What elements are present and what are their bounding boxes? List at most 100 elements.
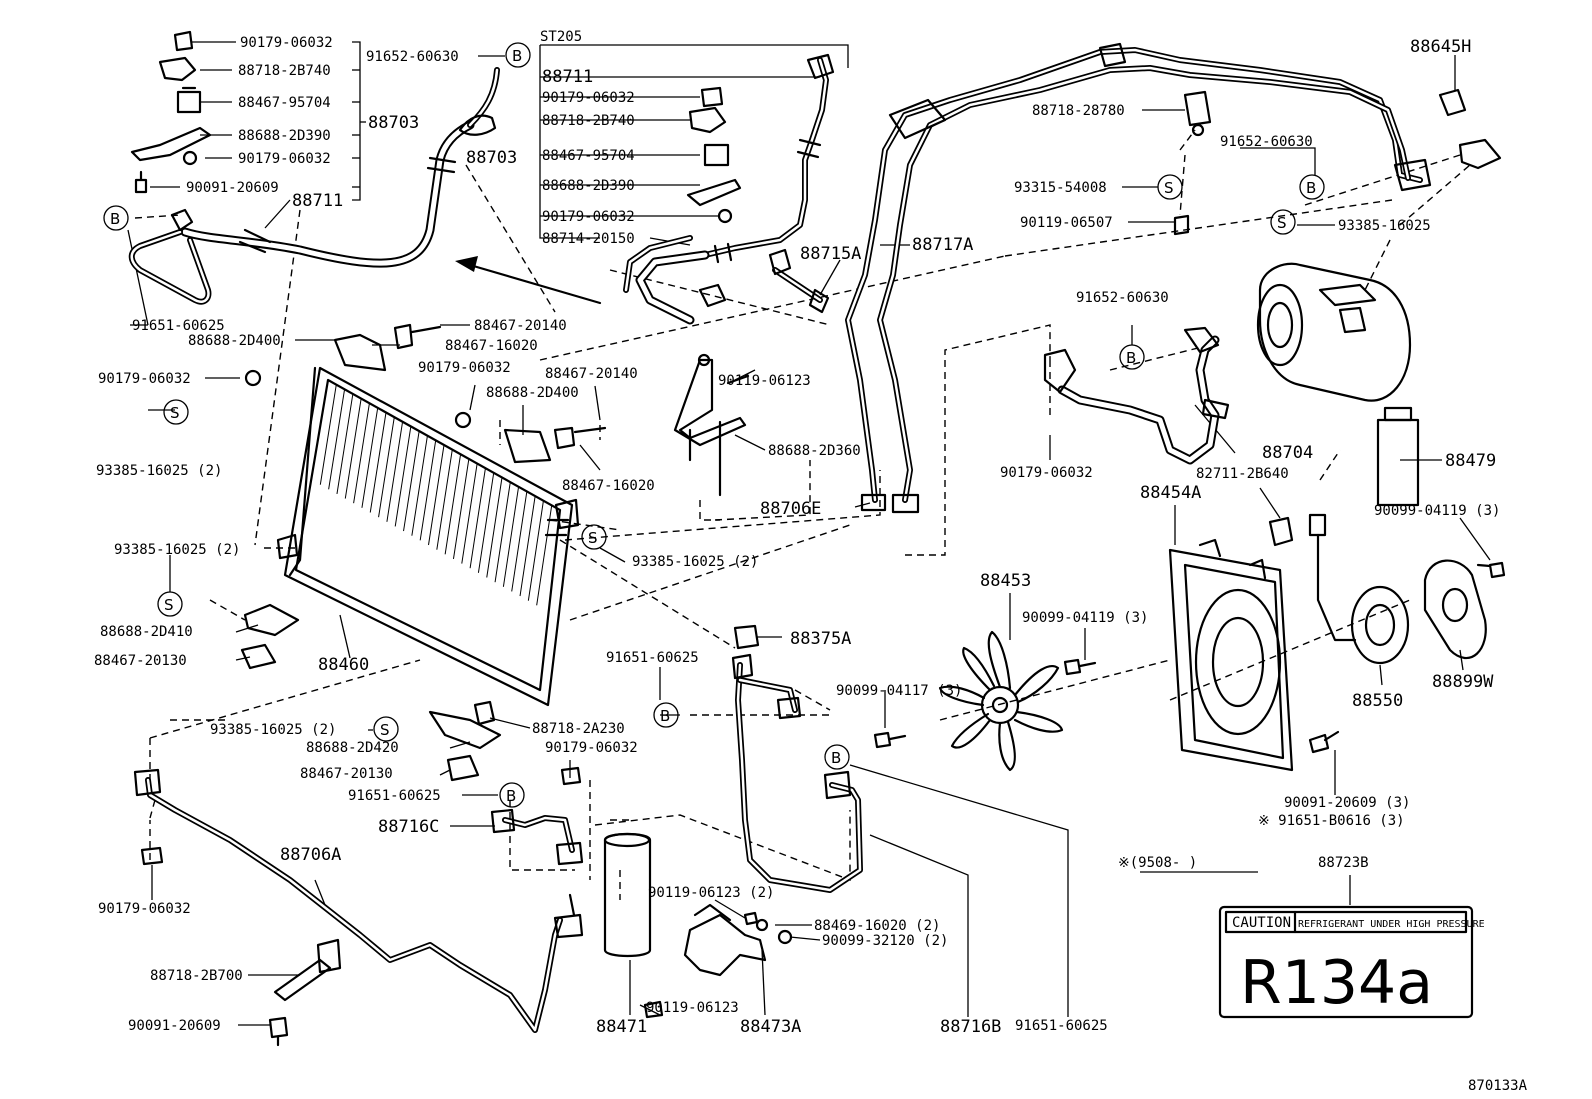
marker-s: S <box>1277 214 1287 232</box>
part-label: 88718-2A230 <box>532 721 625 737</box>
marker-b: B <box>660 707 670 725</box>
part-label: 88688-2D390 <box>542 178 635 194</box>
part-label: 88718-2B700 <box>150 968 243 984</box>
part-label: 88718-2B740 <box>542 113 635 129</box>
part-label: 88454A <box>1140 483 1201 503</box>
part-label: 88467-20140 <box>474 318 567 334</box>
marker-b: B <box>831 749 841 767</box>
part-label: 88718-2B740 <box>238 63 331 79</box>
part-label: 88473A <box>740 1017 801 1037</box>
part-label: 88467-16020 <box>562 478 655 494</box>
part-label: 88469-16020 (2) <box>814 918 940 934</box>
part-label: 88453 <box>980 571 1031 591</box>
condenser-88460 <box>276 366 580 707</box>
part-label: 90091-20609 <box>186 180 279 196</box>
part-label: 88688-2D400 <box>486 385 579 401</box>
part-label: 88467-20130 <box>300 766 393 782</box>
marker-s: S <box>380 721 390 739</box>
caution-label-88723B: CAUTION REFRIGERANT UNDER HIGH PRESSURE … <box>1218 905 1485 1019</box>
part-label: 88711 <box>542 67 593 87</box>
part-label: 93385-16025 (2) <box>114 542 240 558</box>
part-label: 93315-54008 <box>1014 180 1107 196</box>
part-label: 91652-60630 <box>366 49 459 65</box>
part-label: 90119-06123 <box>718 373 811 389</box>
part-label: 90179-06032 <box>98 901 191 917</box>
part-label: 88645H <box>1410 37 1471 57</box>
part-label: 90091-20609 <box>128 1018 221 1034</box>
part-label: ※ 91651-B0616 (3) <box>1258 813 1405 829</box>
part-label: 88688-2D410 <box>100 624 193 640</box>
part-label: 90179-06032 <box>1000 465 1093 481</box>
part-label: 88899W <box>1432 672 1494 692</box>
part-label: 93385-16025 (2) <box>632 554 758 570</box>
part-label: 88717A <box>912 235 973 255</box>
caution-left-text: CAUTION <box>1232 915 1291 931</box>
part-label: 88467-16020 <box>445 338 538 354</box>
part-label: ST205 <box>540 29 582 45</box>
part-label: 88467-95704 <box>238 95 331 111</box>
part-label: 90179-06032 <box>238 151 331 167</box>
part-label: 93385-16025 <box>1338 218 1431 234</box>
part-label: 88550 <box>1352 691 1403 711</box>
marker-b: B <box>512 47 522 65</box>
small-parts <box>130 30 1506 1047</box>
marker-b: B <box>1306 179 1316 197</box>
part-label: 90099-04117 (3) <box>836 683 962 699</box>
marker-s: S <box>588 529 598 547</box>
part-label: 91651-60625 <box>1015 1018 1108 1034</box>
part-label: 88703 <box>466 148 517 168</box>
part-label: 90099-32120 (2) <box>822 933 948 949</box>
part-label: 88716C <box>378 817 439 837</box>
part-label: 88688-2D400 <box>188 333 281 349</box>
date-note: ※(9508- ) <box>1118 855 1197 871</box>
part-label: 91651-60625 <box>606 650 699 666</box>
part-label: 88703 <box>368 113 419 133</box>
part-label: 88715A <box>800 244 861 264</box>
assembly-dashed-lines <box>134 129 1471 900</box>
part-label: 88711 <box>292 191 343 211</box>
hoses-and-pipes <box>128 42 1432 1033</box>
part-label: 88718-28780 <box>1032 103 1125 119</box>
part-label: 88706A <box>280 845 341 865</box>
marker-s: S <box>170 404 180 422</box>
part-label: 91652-60630 <box>1220 134 1313 150</box>
part-label: 88688-2D420 <box>306 740 399 756</box>
part-label: 93385-16025 (2) <box>210 722 336 738</box>
part-label: 90099-04119 (3) <box>1022 610 1148 626</box>
part-label: 90179-06032 <box>98 371 191 387</box>
label-title: 88723B <box>1318 855 1369 871</box>
part-label: 88706E <box>760 499 821 519</box>
part-label: 91651-60625 <box>348 788 441 804</box>
part-labels: ST205 90179-06032 88718-2B740 88467-9570… <box>94 29 1528 1094</box>
part-label: 90179-06032 <box>418 360 511 376</box>
part-label: 82711-2B640 <box>1196 466 1289 482</box>
part-label: 90179-06032 <box>545 740 638 756</box>
part-label: 88467-20140 <box>545 366 638 382</box>
marker-b: B <box>110 210 120 228</box>
part-label: 88688-2D390 <box>238 128 331 144</box>
part-label: 88479 <box>1445 451 1496 471</box>
part-label: 88714-20150 <box>542 231 635 247</box>
part-label: 91651-60625 <box>132 318 225 334</box>
part-label: 88467-20130 <box>94 653 187 669</box>
part-label: 90091-20609 (3) <box>1284 795 1410 811</box>
part-label: 88460 <box>318 655 369 675</box>
part-label: 91652-60630 <box>1076 290 1169 306</box>
part-label: 88704 <box>1262 443 1313 463</box>
callout-markers: B B S B S B S S S B S B B <box>103 42 1325 808</box>
part-label: 88688-2D360 <box>768 443 861 459</box>
marker-b: B <box>506 787 516 805</box>
marker-s: S <box>164 596 174 614</box>
part-label: 88375A <box>790 629 851 649</box>
part-label: 88716B <box>940 1017 1001 1037</box>
part-label: 90179-06032 <box>240 35 333 51</box>
part-label: 90119-06123 (2) <box>648 885 774 901</box>
marker-b: B <box>1126 349 1136 367</box>
part-label: 93385-16025 (2) <box>96 463 222 479</box>
part-label: 88471 <box>596 1017 647 1037</box>
marker-s: S <box>1164 179 1174 197</box>
fan-88453 <box>938 630 1064 772</box>
caution-right-text: REFRIGERANT UNDER HIGH PRESSURE <box>1298 919 1485 930</box>
leader-lines <box>127 41 1491 1026</box>
